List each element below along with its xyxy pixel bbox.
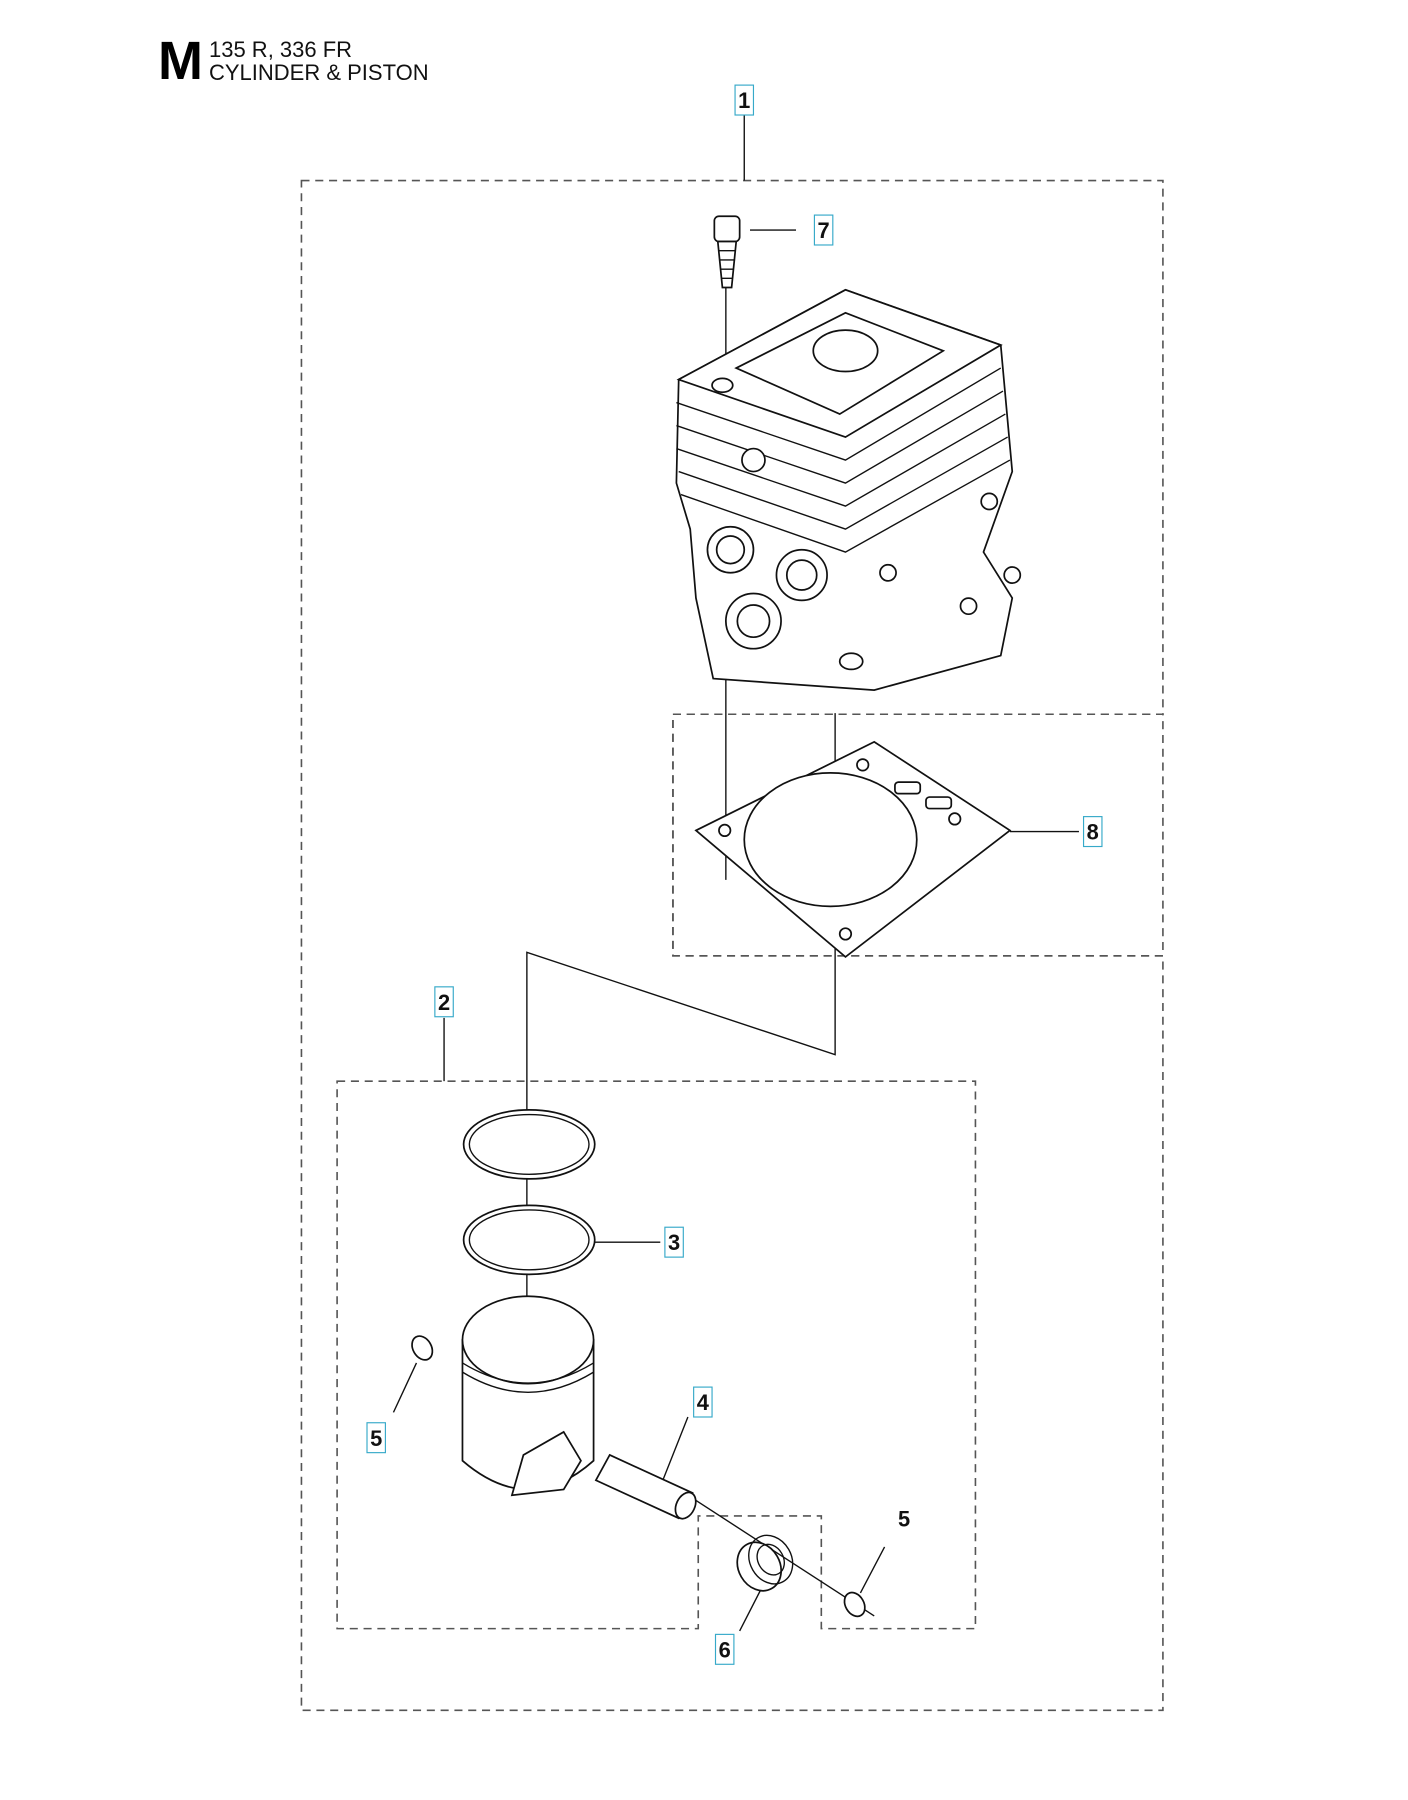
gasket-boundary — [672, 713, 1164, 957]
cylinder-part-1 — [675, 288, 1022, 691]
svg-text:1: 1 — [738, 88, 750, 113]
svg-text:5: 5 — [370, 1426, 382, 1451]
needle-bearing-part-6 — [736, 1534, 794, 1592]
callout-5-right[interactable]: 5 — [898, 1506, 910, 1531]
page-header: M 135 R, 336 FR CYLINDER & PISTON — [158, 31, 429, 91]
svg-text:4: 4 — [697, 1390, 710, 1415]
piston-part-2 — [461, 1295, 595, 1497]
callout-6[interactable]: 6 — [714, 1633, 735, 1665]
svg-text:6: 6 — [719, 1637, 731, 1662]
svg-text:8: 8 — [1087, 820, 1099, 845]
piston-pin-part-4 — [594, 1453, 697, 1520]
model-names: 135 R, 336 FR — [208, 37, 353, 62]
callout-7[interactable]: 7 — [813, 214, 834, 246]
circlip-part-5-left — [411, 1335, 434, 1361]
assembly-2-boundary — [336, 1080, 977, 1630]
section-letter: M — [158, 31, 203, 91]
svg-text:7: 7 — [818, 218, 830, 243]
callout-8[interactable]: 8 — [1082, 816, 1103, 848]
svg-text:2: 2 — [438, 990, 450, 1015]
svg-text:5: 5 — [898, 1506, 910, 1531]
callout-2[interactable]: 2 — [434, 986, 454, 1018]
svg-text:3: 3 — [668, 1230, 680, 1255]
gasket-part-8 — [694, 740, 1012, 959]
screw-part-7 — [713, 215, 741, 289]
callout-5-left[interactable]: 5 — [366, 1422, 386, 1454]
callout-4[interactable]: 4 — [693, 1386, 713, 1418]
callout-1[interactable]: 1 — [734, 84, 755, 116]
circlip-part-5-right — [843, 1591, 866, 1618]
page-title: CYLINDER & PISTON — [208, 60, 429, 85]
callout-3[interactable]: 3 — [664, 1226, 684, 1258]
piston-ring-part-3 — [462, 1109, 596, 1276]
